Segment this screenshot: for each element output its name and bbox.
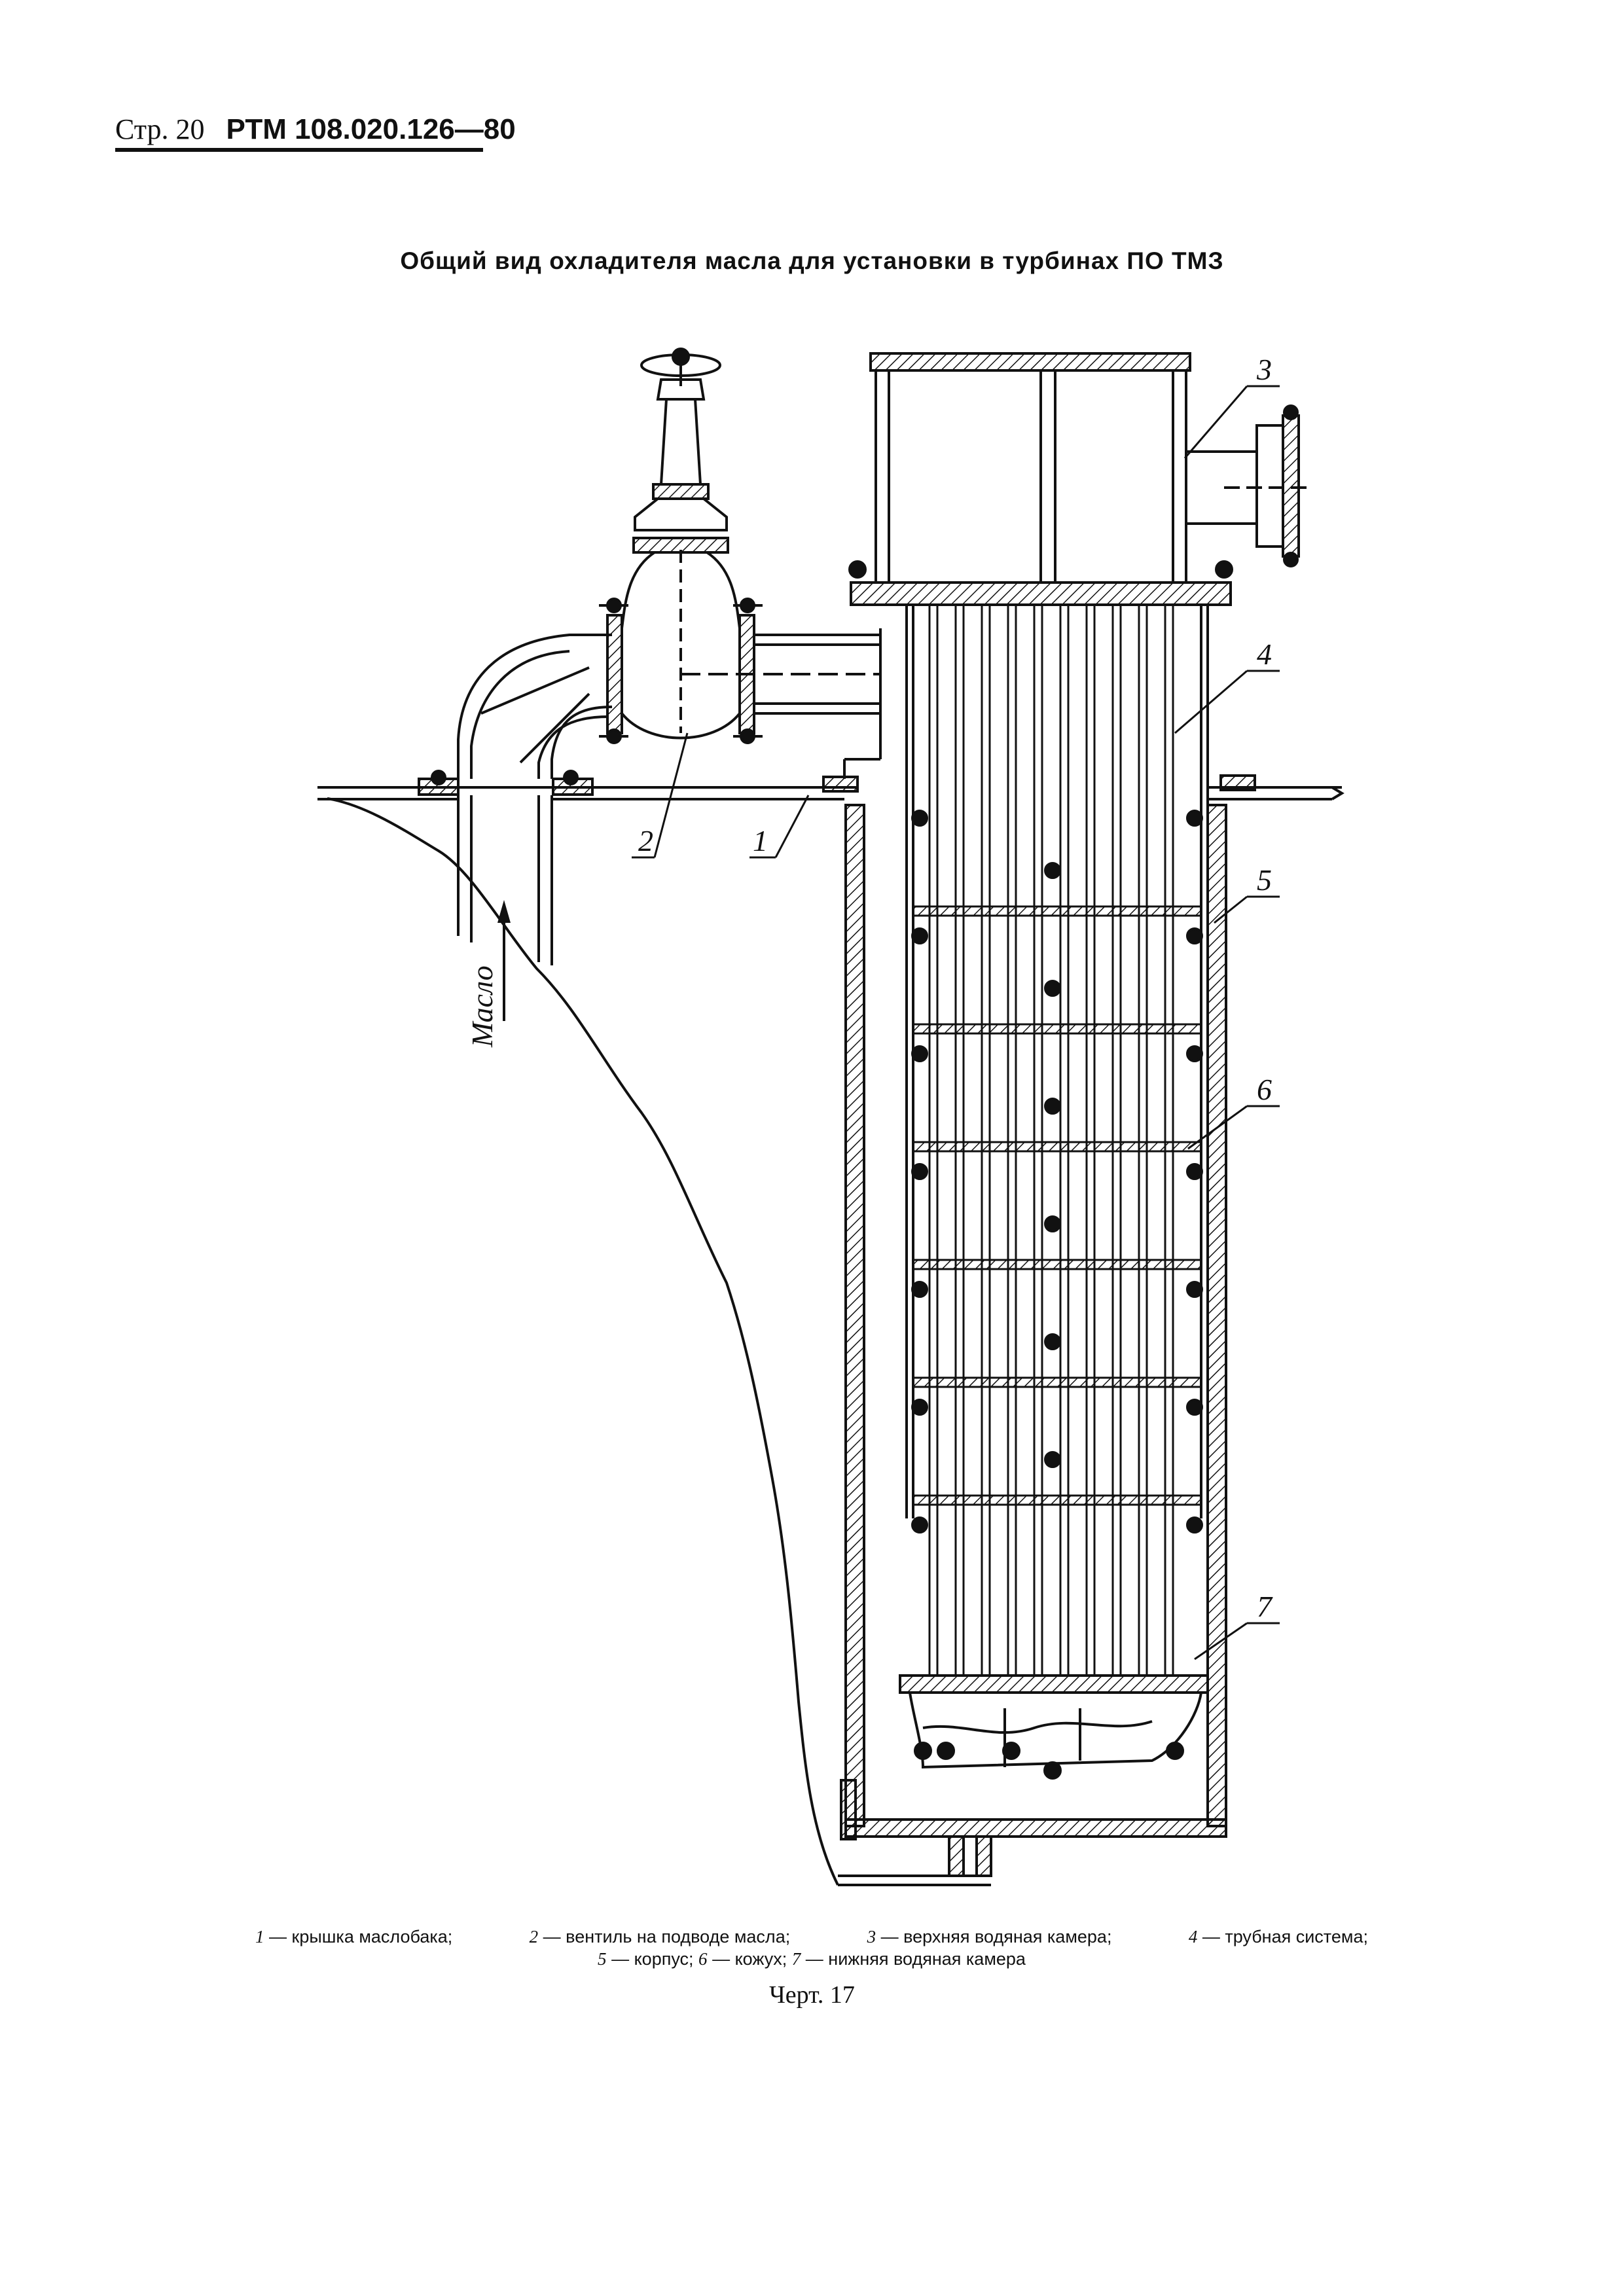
leader-lines xyxy=(632,385,1280,1660)
oil-inlet-pipe xyxy=(418,634,613,965)
label-5: 5 xyxy=(1257,863,1272,897)
document-code: РТМ 108.020.126—80 xyxy=(226,113,516,145)
label-4: 4 xyxy=(1257,637,1272,671)
running-header: Стр. 20 РТМ 108.020.126—80 xyxy=(115,113,516,146)
figure-caption: Черт. 17 xyxy=(769,1981,855,2009)
label-6: 6 xyxy=(1257,1073,1272,1106)
label-7: 7 xyxy=(1257,1590,1273,1623)
label-3: 3 xyxy=(1256,353,1272,386)
legend-item: 3 — верхняя водяная камера; xyxy=(867,1927,1112,1946)
legend-item: 7 — нижняя водяная камера xyxy=(791,1949,1026,1969)
legend-item: 2 — вентиль на подводе масла; xyxy=(529,1927,791,1946)
oil-flow-arrow xyxy=(497,900,511,1021)
lower-water-chamber xyxy=(899,1674,1209,1780)
oil-valve xyxy=(599,348,763,744)
page-number: Стр. 20 xyxy=(115,113,205,145)
shroud xyxy=(905,605,1209,1534)
oil-outlet-pipe xyxy=(681,628,882,779)
label-1: 1 xyxy=(753,824,768,857)
label-2: 2 xyxy=(638,824,653,857)
housing xyxy=(838,804,1227,1886)
upper-water-chamber xyxy=(848,352,1309,606)
oil-label: Масло xyxy=(465,965,499,1048)
legend-item: 5 — корпус; xyxy=(598,1949,694,1969)
legend-item: 4 — трубная система; xyxy=(1188,1927,1368,1946)
header-rule xyxy=(115,148,483,152)
legend-item: 6 — кожух; xyxy=(698,1949,787,1969)
cut-edge xyxy=(327,797,839,1886)
drawing-title: Общий вид охладителя масла для установки… xyxy=(400,247,1224,274)
legend-item: 1 — крышка маслобака; xyxy=(255,1927,453,1946)
tube-system xyxy=(912,605,1202,1676)
legend: 1 — крышка маслобака; 2 — вентиль на под… xyxy=(255,1926,1368,1970)
